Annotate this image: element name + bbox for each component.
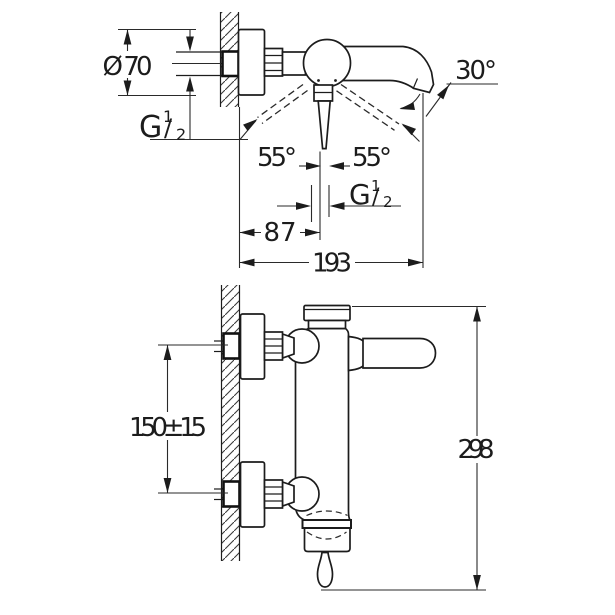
cone-lower [281, 480, 295, 508]
lever-handle-top-view [313, 84, 334, 150]
dim-wall-to-spout-tip: 193 [239, 249, 423, 279]
wall-socket-upper [222, 332, 241, 360]
supply-pipe-stub [172, 50, 240, 78]
lever-handle-front-view [347, 335, 437, 372]
dim-overall-height: 298 [321, 305, 497, 591]
lever-swivel-left-ghost [239, 83, 308, 140]
body-connector [281, 51, 307, 76]
thread-denominator: 2 [176, 125, 186, 144]
dim-87-label: 87 [264, 218, 297, 248]
dim-swivel-angles: 55° 55° [257, 143, 392, 173]
dim-298-label: 298 [458, 435, 495, 465]
screw-dot [334, 79, 337, 82]
water-drop [316, 551, 334, 588]
wall-section-front [220, 285, 241, 561]
thread-callout-outlet: G 1 / 2 [277, 177, 401, 222]
spout-tilt-label: 30° [455, 56, 497, 86]
dim-escutcheon-diameter: Ø 70 [102, 28, 196, 97]
thread-denominator: 2 [383, 193, 393, 211]
cone-upper [281, 332, 295, 360]
escutcheon-top-view [237, 28, 266, 96]
thread-numerator: 1 [163, 107, 173, 126]
wall-socket-top [221, 50, 240, 78]
thread-letter: G [139, 110, 162, 145]
thread-callout-top: G 1 / 2 [139, 29, 248, 145]
spout [342, 45, 435, 94]
thread-numerator: 1 [371, 177, 381, 195]
valve-body [302, 38, 352, 88]
front-view: 150±15 298 [127, 285, 497, 591]
escutcheon-lower [239, 461, 266, 528]
dim-150-label: 150±15 [129, 413, 207, 443]
thread-slash: / [372, 185, 380, 210]
union-nut-top-view [263, 47, 284, 77]
wall-socket-lower [222, 480, 241, 508]
upper-connection [214, 313, 320, 380]
dim-wall-to-outlet: 87 [239, 218, 320, 248]
dim-spout-tilt: 30° [398, 56, 498, 117]
top-view: Ø 70 G 1 / 2 55° 55° [102, 12, 498, 279]
cap [303, 304, 351, 330]
swivel-left-label: 55° [257, 143, 297, 173]
thread-slash: / [164, 114, 173, 142]
lower-connection [214, 461, 320, 528]
swivel-right-label: 55° [352, 143, 392, 173]
dim-connection-spacing: 150±15 [127, 344, 228, 494]
thread-letter: G [349, 178, 371, 211]
union-nut-upper [263, 331, 284, 361]
lever-swivel-right-ghost [336, 83, 420, 142]
union-nut-lower [263, 479, 284, 509]
outlet [301, 510, 352, 588]
diameter-70-label: Ø 70 [103, 52, 153, 82]
screw-dot [317, 79, 320, 82]
dim-193-label: 193 [312, 249, 352, 279]
escutcheon-upper [239, 313, 266, 380]
aerator-line [412, 78, 419, 90]
